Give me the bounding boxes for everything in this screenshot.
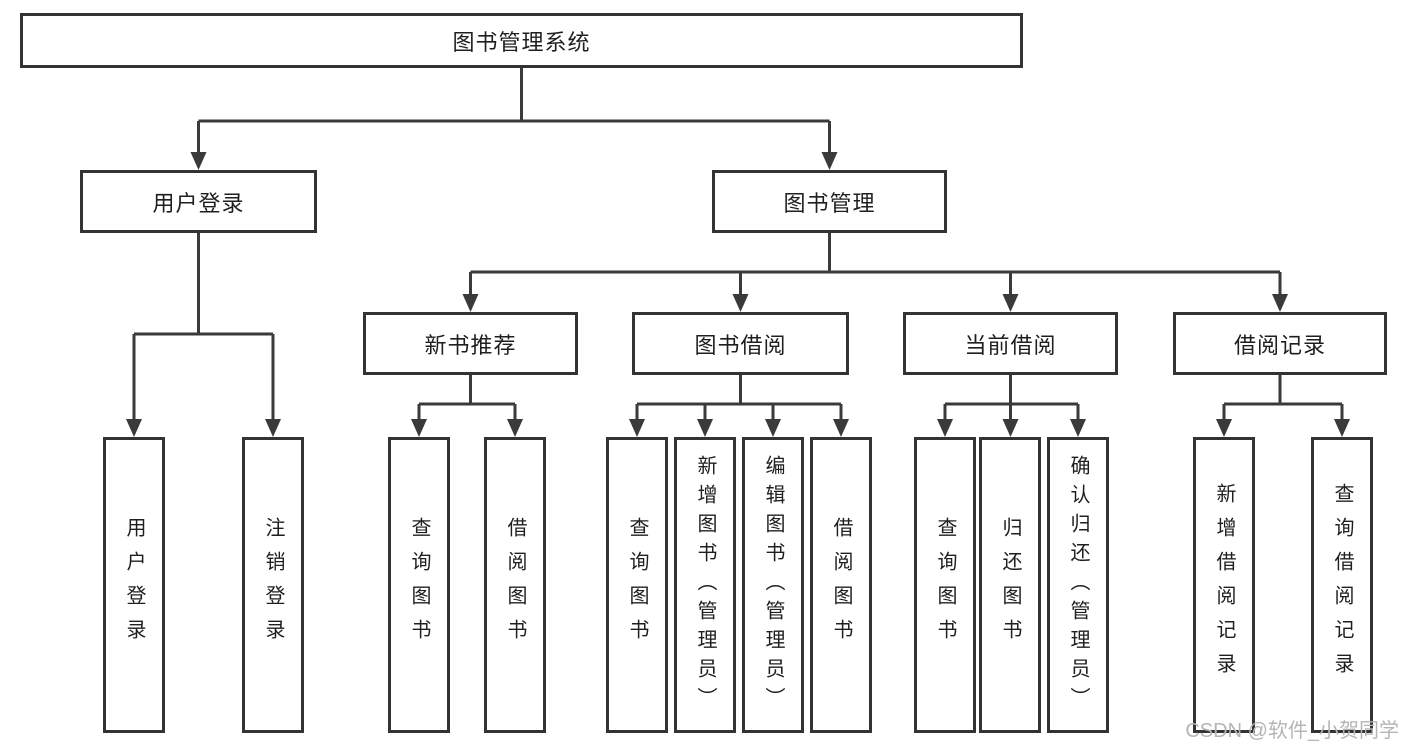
node-label: 查询图书 (934, 517, 956, 653)
leaf-user-login: 用户登录 (103, 437, 165, 733)
node-label: 归还图书 (999, 517, 1021, 653)
node-label: 借阅图书 (504, 517, 526, 653)
node-book-management: 图书管理 (712, 170, 947, 233)
node-label: 查询借阅记录 (1331, 483, 1353, 687)
leaf-records-query-record: 查询借阅记录 (1311, 437, 1373, 733)
arrow-down-icon (1334, 419, 1350, 437)
arrow-down-icon (1272, 294, 1288, 312)
arrow-down-icon (833, 419, 849, 437)
arrow-down-icon (1070, 419, 1086, 437)
arrow-down-icon (629, 419, 645, 437)
arrow-down-icon (462, 294, 479, 312)
leaf-borrowing-add-books-admin: 新增图书（管理员） (674, 437, 736, 733)
node-label: 查询图书 (408, 517, 430, 653)
leaf-logout: 注销登录 (242, 437, 304, 733)
node-root: 图书管理系统 (20, 13, 1023, 68)
arrow-down-icon (821, 152, 838, 170)
connector-new-book-recommend-to-leaves (411, 375, 523, 437)
arrow-down-icon (1002, 294, 1019, 312)
node-label: 确认归还（管理员） (1067, 454, 1089, 716)
node-label: 编辑图书（管理员） (762, 454, 784, 716)
arrow-down-icon (190, 152, 207, 170)
node-label: 用户登录 (123, 517, 145, 653)
node-label: 当前借阅 (964, 332, 1057, 358)
arrow-down-icon (265, 419, 281, 437)
node-borrow-records: 借阅记录 (1173, 312, 1387, 375)
leaf-current-return-books: 归还图书 (979, 437, 1041, 733)
node-book-borrowing: 图书借阅 (632, 312, 849, 375)
leaf-current-query-books: 查询图书 (914, 437, 976, 733)
leaf-recommend-borrow-books: 借阅图书 (484, 437, 546, 733)
node-label: 新书推荐 (424, 332, 517, 358)
arrow-down-icon (1002, 419, 1019, 437)
node-user-login: 用户登录 (80, 170, 317, 233)
connector-book-borrowing-to-leaves (629, 375, 849, 437)
connector-borrow-records-to-leaves (1216, 375, 1350, 437)
arrow-down-icon (732, 294, 749, 312)
leaf-borrowing-query-books: 查询图书 (606, 437, 668, 733)
arrow-down-icon (1216, 419, 1232, 437)
node-label: 借阅记录 (1233, 332, 1326, 358)
connector-book-management-to-level2 (462, 233, 1288, 312)
arrow-down-icon (937, 419, 953, 437)
node-label: 新增图书（管理员） (694, 454, 716, 716)
connector-current-borrowing-to-leaves (937, 375, 1086, 437)
node-label: 图书借阅 (694, 332, 787, 358)
leaf-borrowing-borrow-books: 借阅图书 (810, 437, 872, 733)
leaf-records-add-record: 新增借阅记录 (1193, 437, 1255, 733)
node-label: 查询图书 (626, 517, 648, 653)
node-label: 注销登录 (262, 517, 284, 653)
connector-user-login-to-leaves (126, 233, 281, 437)
connector-root-to-level1 (190, 68, 838, 170)
arrow-down-icon (507, 419, 523, 437)
node-new-book-recommend: 新书推荐 (363, 312, 578, 375)
watermark: CSDN @软件_小贺同学 (1185, 720, 1399, 742)
node-label: 用户登录 (152, 190, 245, 216)
arrow-down-icon (765, 419, 781, 437)
node-label: 借阅图书 (830, 517, 852, 653)
arrow-down-icon (697, 419, 713, 437)
node-label: 图书管理系统 (452, 29, 591, 55)
node-label: 图书管理 (783, 190, 876, 216)
arrow-down-icon (126, 419, 142, 437)
leaf-borrowing-edit-books-admin: 编辑图书（管理员） (742, 437, 804, 733)
arrow-down-icon (411, 419, 427, 437)
node-current-borrowing: 当前借阅 (903, 312, 1118, 375)
leaf-current-confirm-return-admin: 确认归还（管理员） (1047, 437, 1109, 733)
leaf-recommend-query-books: 查询图书 (388, 437, 450, 733)
node-label: 新增借阅记录 (1213, 483, 1235, 687)
